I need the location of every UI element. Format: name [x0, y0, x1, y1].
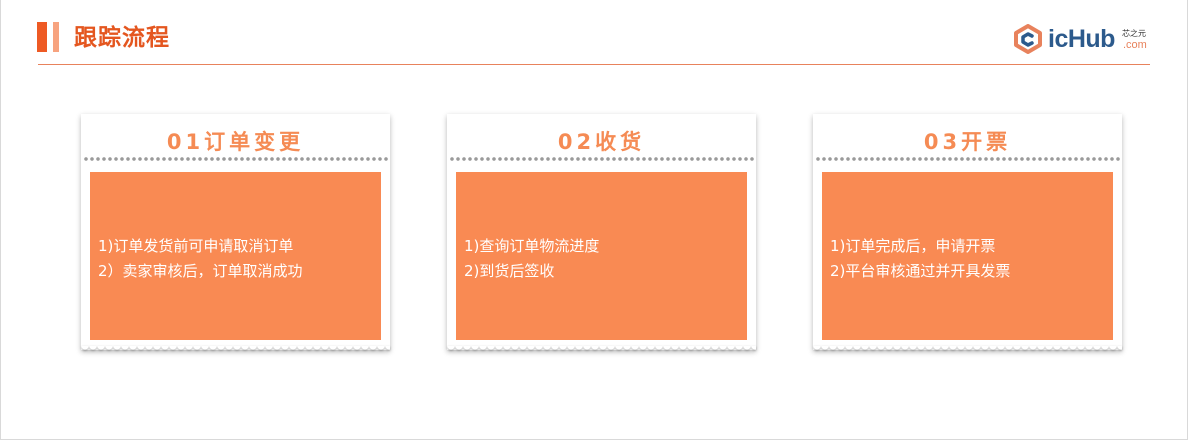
card-heading: 02收货 [557, 130, 646, 154]
perforation-line [815, 157, 1120, 161]
scalloped-edge [81, 346, 390, 354]
logo-chinese-name: 芯之元 [1122, 29, 1146, 38]
title-accent-bar-dark [37, 22, 47, 52]
card-text: 1)查询订单物流进度 2)到货后签收 [464, 234, 599, 284]
card-line: 2)到货后签收 [464, 262, 555, 280]
step-card-order-change: 01订单变更 1)订单发货前可申请取消订单 2）卖家审核后，订单取消成功 [81, 114, 390, 356]
step-card-invoice: 03开票 1)订单完成后，申请开票 2)平台审核通过并开具发票 [813, 114, 1122, 356]
title-accent-bar-light [53, 22, 59, 52]
card-heading: 01订单变更 [166, 130, 305, 154]
card-text: 1)订单发货前可申请取消订单 2）卖家审核后，订单取消成功 [98, 234, 303, 284]
card-heading: 03开票 [923, 130, 1012, 154]
scalloped-edge [447, 346, 756, 354]
page-title: 跟踪流程 [74, 25, 170, 51]
perforation-line [449, 157, 754, 161]
card-line: 2)平台审核通过并开具发票 [830, 262, 1011, 280]
logo-wordmark: icHub [1048, 25, 1115, 53]
ichub-logo: icHub 芯之元 .com [1012, 22, 1152, 56]
logo-domain-suffix: .com [1123, 39, 1147, 51]
ichub-logo-icon [1014, 24, 1042, 54]
perforation-line [83, 157, 388, 161]
card-body: 1)订单发货前可申请取消订单 2）卖家审核后，订单取消成功 [90, 172, 381, 340]
header-divider [38, 64, 1150, 65]
card-line: 1)查询订单物流进度 [464, 237, 600, 255]
card-line: 1)订单完成后，申请开票 [830, 237, 996, 255]
scalloped-edge [813, 346, 1122, 354]
card-line: 2）卖家审核后，订单取消成功 [98, 262, 303, 280]
card-body: 1)查询订单物流进度 2)到货后签收 [456, 172, 747, 340]
card-text: 1)订单完成后，申请开票 2)平台审核通过并开具发票 [830, 234, 1010, 284]
card-body: 1)订单完成后，申请开票 2)平台审核通过并开具发票 [822, 172, 1113, 340]
card-line: 1)订单发货前可申请取消订单 [98, 237, 294, 255]
step-card-receive: 02收货 1)查询订单物流进度 2)到货后签收 [447, 114, 756, 356]
